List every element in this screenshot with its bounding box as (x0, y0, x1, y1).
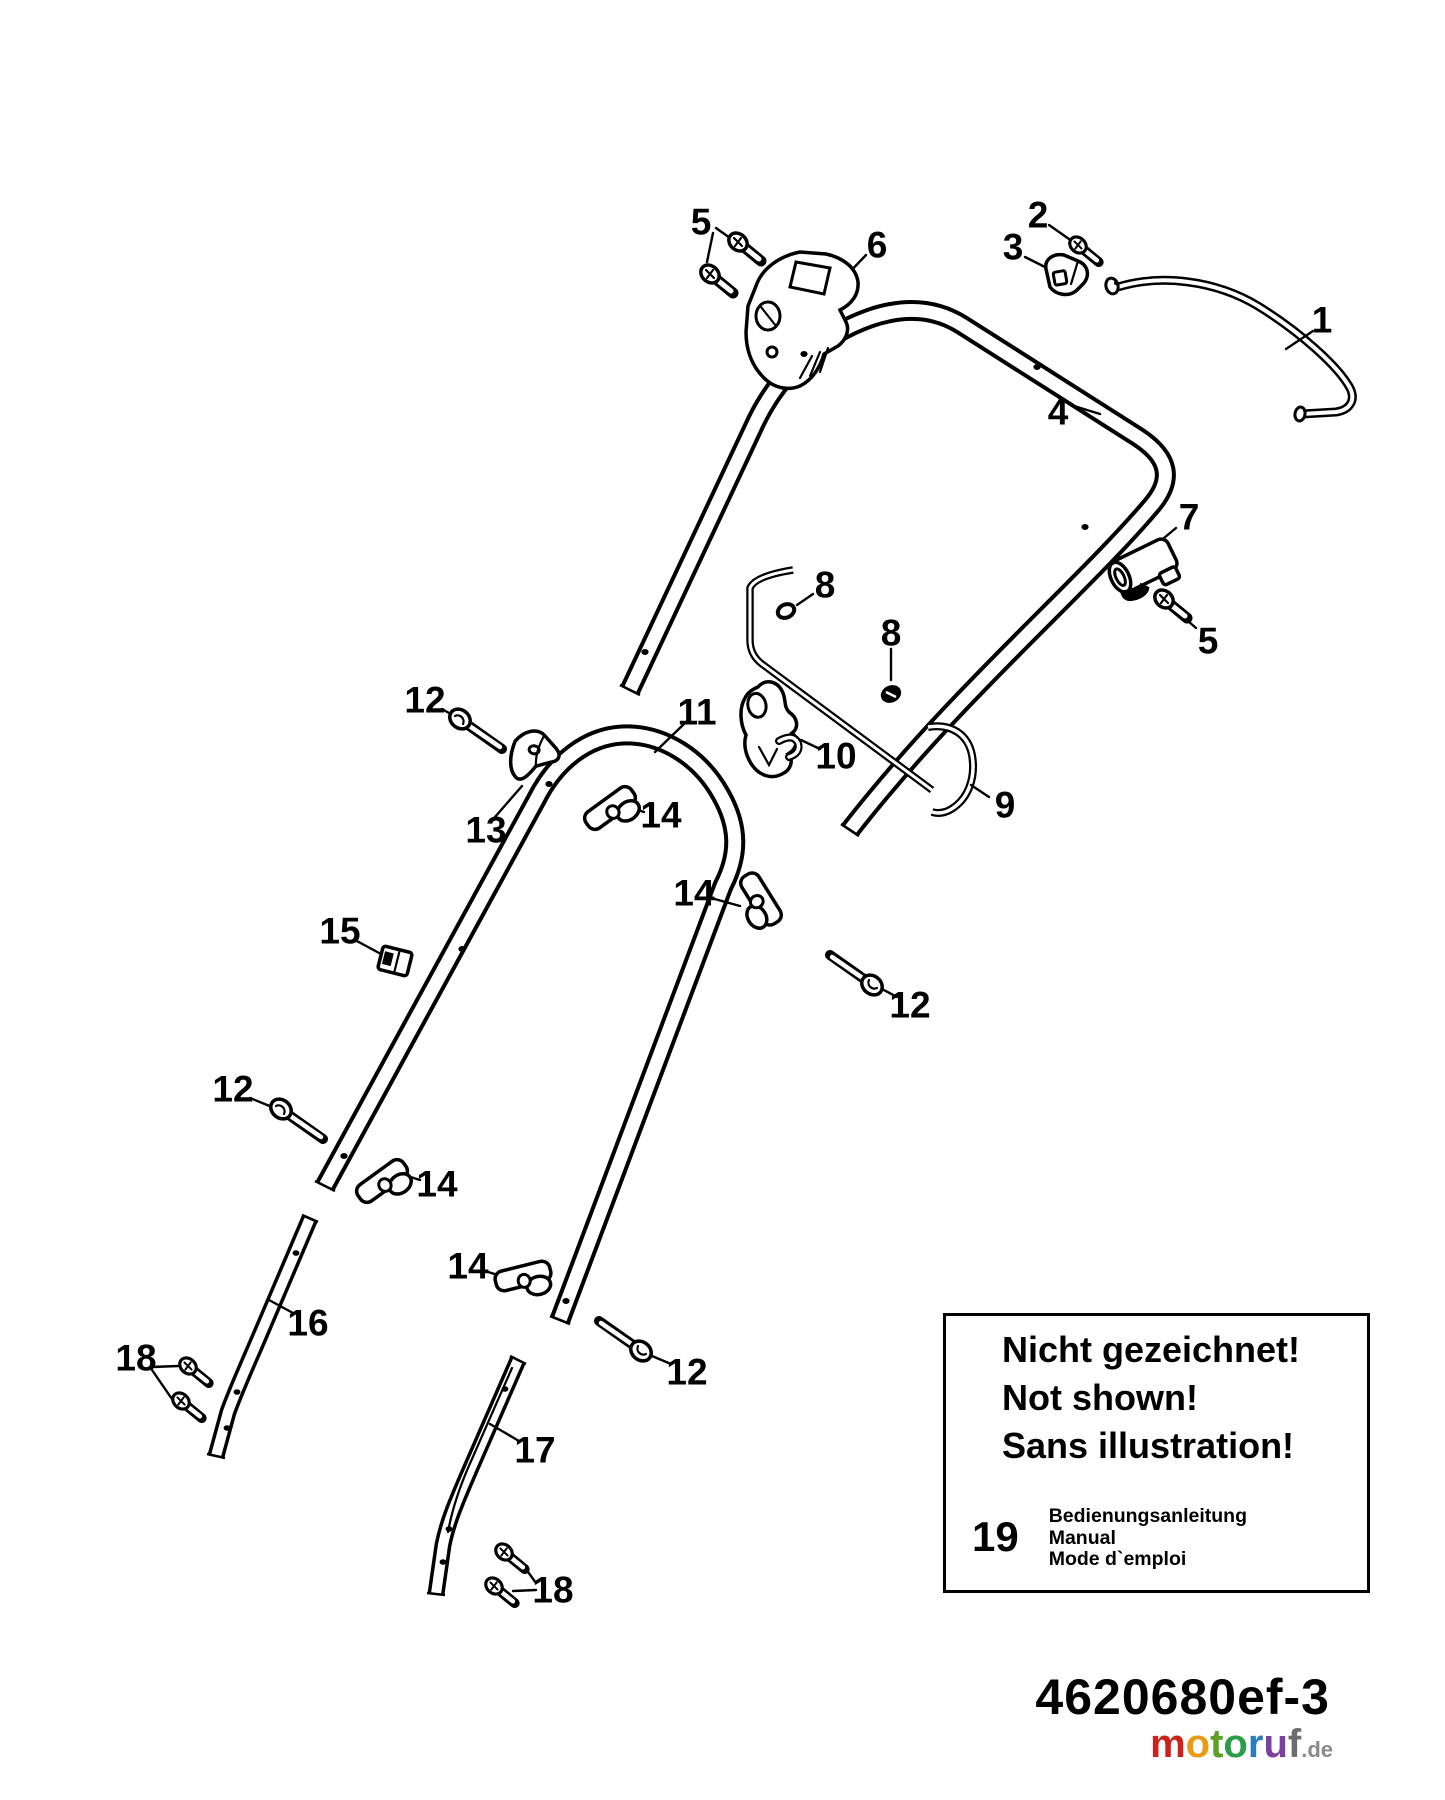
lower-handlebar-tube (314, 724, 746, 1326)
part-label-14c: 14 (416, 1163, 458, 1205)
part-label-10: 10 (815, 735, 857, 777)
part-label-12c: 12 (212, 1068, 254, 1110)
part-label-12b: 12 (889, 984, 931, 1026)
part-label-6: 6 (866, 224, 888, 266)
logo-letters: motoruf (1150, 1722, 1302, 1766)
hook-bracket (739, 680, 803, 779)
right-stanchion-tube (426, 1354, 527, 1597)
part-label-14b: 14 (673, 872, 715, 914)
part-label-13: 13 (465, 809, 507, 851)
part-label-7: 7 (1178, 496, 1200, 538)
part-label-1: 1 (1311, 299, 1333, 341)
diagram-part-number: 4620680ef-3 (1035, 1669, 1330, 1725)
part-label-14d: 14 (447, 1245, 489, 1287)
notice-title: Nicht gezeichnet! Not shown! Sans illust… (1002, 1326, 1367, 1470)
logo-suffix: .de (1301, 1737, 1333, 1762)
part-label-17: 17 (514, 1429, 556, 1471)
notice-item-descriptions: Bedienungsanleitung Manual Mode d`emploi (1048, 1505, 1247, 1571)
left-stanchion-tube (206, 1213, 319, 1460)
part-label-8a: 8 (814, 564, 836, 606)
wire-guide (746, 566, 935, 794)
cable (1104, 275, 1357, 423)
notice-item-line-fr: Mode d`emploi (1048, 1548, 1187, 1570)
square-nut (376, 944, 414, 978)
part-label-11: 11 (677, 691, 717, 733)
grommet (775, 602, 797, 620)
part-label-16: 16 (287, 1302, 329, 1344)
grommet (880, 685, 902, 703)
wire-bracket (927, 722, 977, 817)
part-label-18a: 18 (115, 1337, 157, 1379)
clamp-bracket (508, 729, 561, 781)
switch-housing (744, 250, 860, 391)
part-label-18b: 18 (532, 1569, 574, 1611)
part-label-14a: 14 (640, 794, 682, 836)
logo-text: motoruf.de (1150, 1724, 1333, 1764)
notice-item-line-en: Manual (1048, 1526, 1116, 1549)
notice-title-line-en: Not shown! (1002, 1377, 1198, 1418)
part-label-5b: 5 (1197, 620, 1219, 662)
not-shown-notice-box: Nicht gezeichnet! Not shown! Sans illust… (943, 1313, 1370, 1593)
part-label-2: 2 (1027, 194, 1049, 236)
notice-item-line-de: Bedienungsanleitung (1048, 1505, 1247, 1527)
part-label-3: 3 (1002, 226, 1024, 268)
notice-item-number: 19 (972, 1513, 1019, 1560)
part-label-12a: 12 (404, 679, 446, 721)
part-label-12d: 12 (666, 1351, 708, 1393)
part-label-15: 15 (319, 910, 361, 952)
cable-clip (1044, 252, 1090, 297)
cable-clamp (1107, 537, 1182, 602)
notice-title-line-de: Nicht gezeichnet! (1002, 1329, 1301, 1370)
hole-dots (223, 351, 1089, 1565)
part-label-5a: 5 (690, 201, 712, 243)
part-label-8b: 8 (880, 612, 902, 654)
part-label-4: 4 (1047, 391, 1069, 433)
notice-item-row: 19 Bedienungsanleitung Manual Mode d`emp… (946, 1505, 1367, 1571)
notice-title-line-fr: Sans illustration! (1002, 1425, 1295, 1466)
part-label-9: 9 (994, 784, 1016, 826)
